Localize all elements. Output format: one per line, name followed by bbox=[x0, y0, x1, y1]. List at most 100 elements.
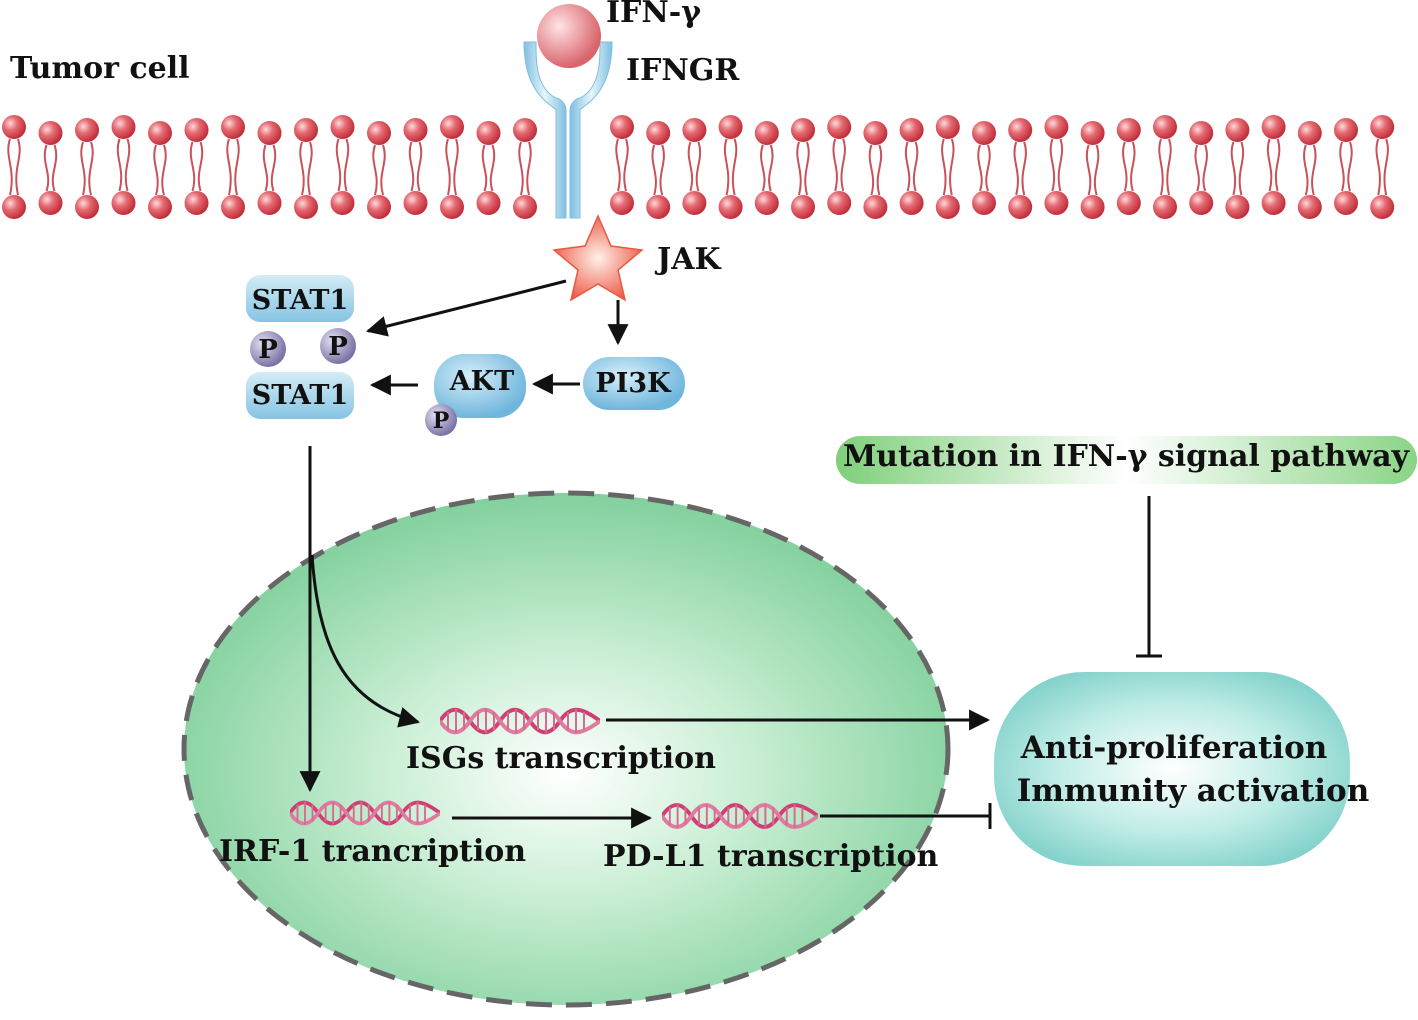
lipid-tail bbox=[372, 144, 386, 196]
lipid-head-bottom bbox=[257, 191, 282, 215]
lipid-tail bbox=[868, 144, 883, 196]
lipid-head-bottom bbox=[827, 191, 852, 215]
lipid-head-bottom bbox=[330, 191, 355, 215]
ifn-gamma-sphere-icon bbox=[537, 4, 601, 68]
lipid-head-bottom bbox=[221, 195, 245, 219]
lipid-head-bottom bbox=[513, 195, 537, 219]
lipid-tail bbox=[1230, 141, 1245, 196]
lipid-head-top bbox=[610, 115, 634, 139]
stat1-bottom-box bbox=[246, 372, 354, 419]
lipid-head-top bbox=[935, 115, 960, 139]
lipid-head-bottom bbox=[610, 191, 634, 215]
stat1-top-box bbox=[246, 275, 354, 322]
outcome-line2: Immunity activation bbox=[1017, 773, 1370, 809]
lipid-tail bbox=[43, 144, 58, 192]
lipid-tail bbox=[299, 141, 313, 196]
lipid-head-top bbox=[1261, 115, 1286, 139]
lipid-head-top bbox=[1334, 118, 1358, 142]
lipid-head-bottom bbox=[646, 195, 671, 219]
lipid-head-top bbox=[646, 121, 671, 145]
lipid-head-top bbox=[1225, 118, 1250, 142]
lipid-head-bottom bbox=[1334, 191, 1358, 215]
lipid-head-bottom bbox=[148, 195, 172, 219]
lipid-tail bbox=[1303, 144, 1317, 196]
lipid-head-bottom bbox=[754, 191, 779, 215]
lipid-head-top bbox=[513, 118, 537, 142]
lipid-head-bottom bbox=[111, 191, 136, 215]
ifn-gamma-label: IFN-γ bbox=[606, 0, 701, 30]
lipid-head-bottom bbox=[1080, 195, 1105, 219]
stat1-bottom-label: STAT1 bbox=[252, 380, 348, 411]
lipid-head-bottom bbox=[1153, 195, 1177, 219]
inhibit-pdl1-to-outcome bbox=[820, 803, 992, 829]
stat1-top-label: STAT1 bbox=[252, 285, 348, 316]
lipid-head-top bbox=[476, 121, 501, 145]
jak-label: JAK bbox=[654, 242, 721, 277]
lipid-head-top bbox=[899, 118, 924, 142]
lipid-head-bottom bbox=[1297, 195, 1322, 219]
lipid-tail bbox=[1375, 138, 1389, 196]
lipid-head-top bbox=[330, 115, 355, 139]
lipid-head-bottom bbox=[1189, 191, 1214, 215]
lipid-head-bottom bbox=[682, 191, 707, 215]
lipid-head-top bbox=[294, 118, 318, 142]
lipid-tail bbox=[189, 141, 204, 192]
lipid-tail bbox=[904, 141, 919, 192]
lipid-head-bottom bbox=[863, 195, 888, 219]
phospho-label-3: P bbox=[433, 408, 450, 434]
lipid-tail bbox=[1013, 141, 1027, 196]
lipid-head-top bbox=[148, 121, 172, 145]
lipid-head-top bbox=[1297, 121, 1322, 145]
ifngr-label: IFNGR bbox=[626, 53, 740, 88]
lipid-head-top bbox=[1153, 115, 1177, 139]
lipid-tail bbox=[687, 141, 702, 192]
lipid-head-bottom bbox=[476, 191, 501, 215]
lipid-tail bbox=[80, 141, 94, 196]
arrow-jak-to-stat1 bbox=[365, 279, 567, 337]
lipid-tail bbox=[226, 138, 240, 196]
lipid-head-top bbox=[972, 121, 996, 145]
lipid-tail bbox=[481, 144, 496, 192]
lipid-head-bottom bbox=[935, 195, 960, 219]
lipid-head-bottom bbox=[440, 195, 464, 219]
lipid-tail bbox=[518, 141, 532, 196]
lipid-head-top bbox=[257, 121, 282, 145]
lipid-tail bbox=[977, 144, 991, 192]
lipid-head-top bbox=[38, 121, 63, 145]
lipid-head-top bbox=[1370, 115, 1395, 139]
lipid-head-bottom bbox=[1116, 191, 1141, 215]
lipid-tail bbox=[651, 144, 665, 196]
phospho-circle-2 bbox=[320, 328, 356, 364]
lipid-tail bbox=[116, 138, 131, 192]
lipid-head-bottom bbox=[403, 191, 428, 215]
inhibit-mutation-to-outcome bbox=[1136, 496, 1162, 658]
lipid-head-top bbox=[791, 118, 815, 142]
lipid-tail bbox=[615, 138, 629, 192]
lipid-tail bbox=[1266, 138, 1281, 192]
lipid-tail bbox=[832, 138, 846, 192]
lipid-head-top bbox=[1189, 121, 1214, 145]
lipid-head-top bbox=[111, 115, 136, 139]
lipid-tail bbox=[941, 138, 955, 196]
lipid-head-bottom bbox=[1370, 195, 1395, 219]
lipid-tail bbox=[760, 144, 774, 192]
lipid-head-top bbox=[221, 115, 245, 139]
lipid-head-bottom bbox=[38, 191, 63, 215]
lipid-head-bottom bbox=[972, 191, 996, 215]
lipid-head-top bbox=[863, 121, 888, 145]
lipid-head-top bbox=[184, 118, 209, 142]
pdl1-label: PD-L1 transcription bbox=[603, 839, 939, 874]
lipid-head-top bbox=[75, 118, 99, 142]
akt-label: AKT bbox=[449, 366, 515, 397]
lipid-tail bbox=[262, 144, 277, 192]
lipid-head-top bbox=[403, 118, 428, 142]
lipid-head-bottom bbox=[791, 195, 815, 219]
lipid-head-top bbox=[1044, 115, 1069, 139]
lipid-tail bbox=[7, 138, 21, 196]
lipid-head-top bbox=[718, 115, 743, 139]
lipid-head-bottom bbox=[1044, 191, 1069, 215]
pi3k-label: PI3K bbox=[595, 368, 672, 399]
lipid-tail bbox=[1194, 144, 1208, 192]
lipid-tail bbox=[445, 138, 459, 196]
lipid-head-bottom bbox=[75, 195, 99, 219]
